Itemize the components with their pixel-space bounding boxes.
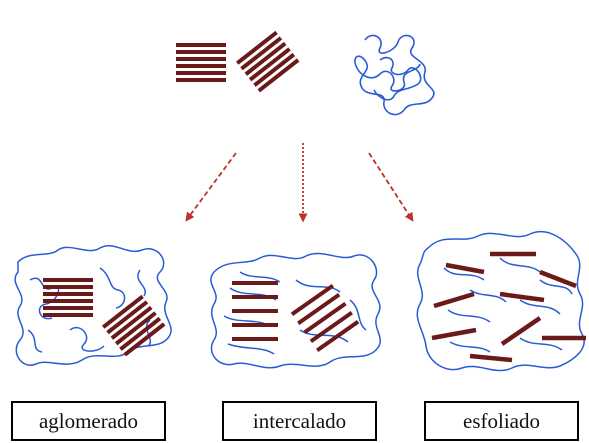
clay-stack-flat-icon	[176, 43, 226, 82]
exfoliated-polymer-mesh	[416, 231, 585, 372]
intercalated-polymer-mesh	[210, 252, 381, 369]
arrow-left-icon	[185, 152, 237, 222]
intercalated-clay-stack-flat	[232, 281, 278, 341]
label-agglomerated: aglomerado	[11, 401, 166, 441]
polymer-coil-icon	[354, 34, 435, 116]
label-intercalated: intercalado	[222, 401, 377, 441]
agglomerated-polymer-mesh	[14, 245, 172, 366]
clay-stack-tilted-icon	[235, 30, 300, 93]
agglomerated-clay-stack-flat	[43, 278, 93, 317]
exfoliated-clay-platelets	[431, 251, 586, 363]
label-exfoliated: esfoliado	[424, 401, 579, 441]
arrow-right-icon	[368, 152, 414, 222]
agglomerated-clay-stack-tilted	[101, 294, 166, 357]
intercalated-clay-stack-tilted	[290, 284, 360, 352]
